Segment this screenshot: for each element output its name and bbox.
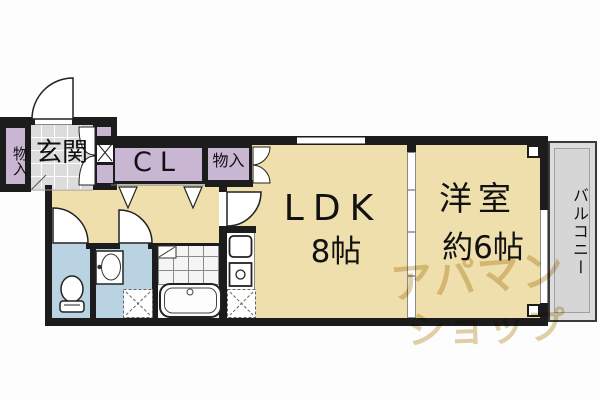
closet-block — [111, 145, 205, 184]
fridge-space — [227, 289, 256, 318]
window-balcony — [540, 210, 548, 303]
wall-genkan-tile-left — [28, 122, 31, 188]
genkan-cabinet-door-bottom — [78, 155, 96, 186]
vanity-basin — [95, 250, 124, 285]
kitchen-stove — [228, 262, 253, 287]
ldk-doorway-gap — [219, 192, 227, 226]
wall-toilet-washroom — [90, 246, 96, 320]
washer-space — [123, 289, 153, 318]
genkan-cabinet-door-top — [78, 126, 96, 156]
bath-folding-door — [157, 245, 177, 259]
window-top — [297, 137, 365, 144]
ldk-door-arc — [226, 191, 262, 227]
wall-outer-left — [45, 185, 52, 326]
sliding-partition — [407, 152, 416, 318]
wall-under-storage-ldk — [205, 180, 253, 187]
ldk-label: LDK — [283, 188, 383, 229]
wall-hall-bottom-a — [86, 243, 120, 249]
balcony-inner-line — [554, 148, 590, 313]
closet-bifold-left — [118, 186, 138, 210]
toilet-door-arc — [52, 207, 89, 244]
pipe-space-x — [97, 143, 113, 162]
ldk-floor — [218, 136, 548, 326]
wall-hall-ldk — [219, 187, 227, 320]
partition-ticks — [408, 189, 415, 277]
ldk-size-label: 8帖 — [310, 234, 362, 270]
balcony — [548, 141, 597, 322]
closet-label: CL — [133, 147, 183, 178]
storage-entry-label: 物入 — [11, 146, 29, 176]
genkan-label: 玄関 — [35, 138, 88, 168]
wall-bath-top — [155, 243, 228, 246]
wall-washroom-bath — [152, 243, 158, 320]
western-room-size-label: 約6帖 — [442, 230, 524, 266]
storage-ldk-label: 物入 — [212, 151, 245, 170]
wall-genkan-connector — [111, 117, 117, 145]
divider-stub-top — [407, 136, 416, 152]
balcony-label: バルコニー — [570, 187, 589, 277]
pillar-bottom-right — [527, 304, 540, 317]
storage-ldk-door-top — [252, 146, 271, 166]
kitchen-sink — [228, 235, 253, 258]
wall-kitchen-top — [219, 226, 256, 233]
entrance-door-arc — [31, 77, 74, 120]
wall-genkan-left — [0, 117, 5, 192]
wall-under-column — [93, 183, 117, 190]
closet-bifold-right — [183, 186, 203, 210]
toilet-fixture — [59, 275, 85, 313]
pillar-top-right — [527, 145, 540, 158]
western-room-label: 洋室 — [439, 179, 517, 218]
storage-ldk-door-bottom — [252, 164, 271, 184]
bathtub — [159, 283, 222, 318]
washroom-door-arc — [118, 209, 153, 244]
wall-under-storage-entry — [0, 185, 31, 192]
genkan-step-diagonal — [30, 174, 47, 191]
wall-outer-bottom — [45, 318, 548, 326]
